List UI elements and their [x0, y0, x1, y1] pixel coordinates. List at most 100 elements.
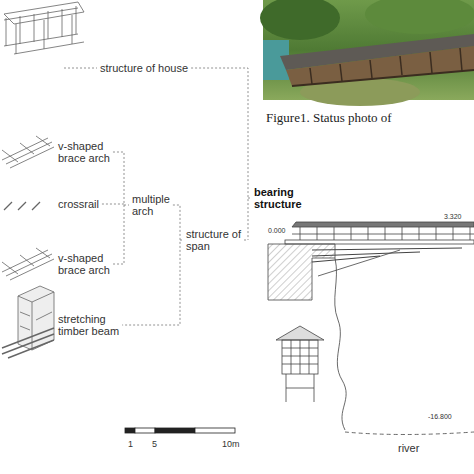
house-frame-drawing-part [4, 14, 14, 24]
house-frame-drawing-part [4, 2, 78, 14]
abutment-drawing-part [36, 312, 52, 320]
bracket-line [64, 68, 97, 69]
bracket-line [248, 198, 251, 199]
crossrail-drawing-part [32, 202, 40, 210]
house-elevation-part [300, 340, 301, 374]
brace-arch-drawing-part [20, 255, 34, 266]
scale-number: 5 [152, 439, 157, 450]
scale-bar-part [155, 428, 195, 433]
scale-bar [125, 428, 235, 433]
crossrail-drawing [4, 202, 40, 210]
brace-arch-drawing [2, 136, 54, 168]
part-label: stretching timber beam [58, 313, 128, 337]
part-label: v-shaped brace arch [58, 252, 120, 276]
brace-arch-drawing-part [36, 248, 50, 258]
house-elevation-part [309, 340, 310, 374]
status-photo [260, 0, 474, 106]
river-label: river [398, 442, 419, 455]
status-photo-part [260, 0, 340, 40]
brace-arch-drawing [2, 248, 54, 280]
part-label: structure of house [100, 62, 188, 74]
house-elevation-part [286, 388, 314, 389]
part-label: v-shaped brace arch [58, 140, 120, 164]
house-frame-drawing-part [6, 18, 7, 46]
bridge-section-part [285, 240, 474, 244]
house-frame-drawing-part [4, 34, 78, 46]
house-elevation-part [291, 340, 292, 374]
status-photo-part [292, 70, 474, 86]
house-frame-drawing-part [48, 11, 49, 39]
brace-arch-drawing-part [10, 147, 54, 168]
bridge-section-part [268, 244, 335, 300]
bracket-line [180, 240, 183, 241]
bridge-section-part [318, 250, 400, 276]
bridge-section-part [453, 227, 454, 240]
scale-number: 10m [222, 439, 240, 450]
abutment-drawing-part [8, 340, 54, 358]
bridge-section [268, 222, 474, 430]
house-frame-drawing-part [72, 15, 73, 44]
house-frame-drawing-part [14, 42, 84, 54]
abutment-drawing-part [18, 296, 32, 302]
house-frame-drawing-part [34, 14, 35, 42]
house-frame-drawing-part [44, 20, 45, 49]
scale-bar-part [195, 428, 235, 433]
bridge-section-part [312, 248, 462, 250]
brace-arch-drawing-part [36, 136, 50, 146]
house-elevation-part [282, 340, 318, 374]
brace-arch-drawing-part [6, 254, 52, 276]
bridge-section-part [436, 227, 437, 240]
group-label: structure of span [186, 228, 244, 252]
group-label: multiple arch [132, 193, 182, 217]
abutment-drawing-part [2, 328, 54, 348]
bridge-section-part [292, 222, 474, 227]
house-frame-drawing-part [20, 16, 21, 44]
elevation-number: 3.320 [444, 212, 462, 221]
bridge-section-part [402, 227, 403, 240]
elevation-number: 0.000 [268, 226, 286, 235]
status-photo-part [430, 52, 432, 73]
house-frame-drawing-part [4, 8, 78, 20]
brace-arch-drawing-part [2, 262, 18, 274]
bridge-section-part [335, 258, 346, 430]
house-elevation [276, 326, 324, 402]
bridge-section-part [470, 227, 471, 240]
bridge-section-part [385, 227, 386, 240]
status-photo-part [310, 68, 312, 84]
group-label: bearing structure [254, 186, 312, 210]
bracket-line [244, 240, 248, 241]
status-photo-part [286, 46, 474, 86]
house-frame-drawing-part [76, 6, 77, 34]
bracket-line [113, 152, 124, 264]
status-photo-part [340, 64, 342, 81]
bracket-line [102, 204, 124, 205]
bridge-section-part [312, 252, 420, 256]
river-line [345, 432, 474, 435]
status-photo-part [460, 48, 462, 71]
bridge-section-part [351, 227, 352, 240]
brace-arch-drawing-part [2, 150, 18, 162]
brace-arch-drawing-part [2, 138, 48, 160]
brace-arch-drawing-part [20, 143, 34, 154]
house-frame-drawing [4, 2, 84, 54]
elevation-number: -16.800 [428, 412, 452, 421]
abutment-drawing-part [20, 312, 30, 316]
part-label: crossrail [58, 198, 99, 210]
brace-arch-drawing-part [10, 259, 54, 280]
figure-caption: Figure1. Status photo of [266, 110, 392, 125]
scale-number: 1 [128, 439, 133, 450]
house-frame-drawing-part [62, 9, 63, 37]
abutment-drawing-part [20, 326, 30, 330]
abutment-drawing-part [2, 334, 54, 354]
bridge-section-part [419, 227, 420, 240]
abutment-drawing [2, 286, 54, 358]
bridge-section-part [317, 227, 318, 240]
bracket-line [191, 68, 248, 240]
house-elevation-part [276, 326, 324, 340]
bridge-section-part [312, 256, 380, 262]
brace-arch-drawing-part [2, 250, 48, 272]
house-frame-drawing-part [14, 12, 84, 24]
bridge-section-part [292, 234, 474, 235]
bracket-line [122, 205, 180, 325]
